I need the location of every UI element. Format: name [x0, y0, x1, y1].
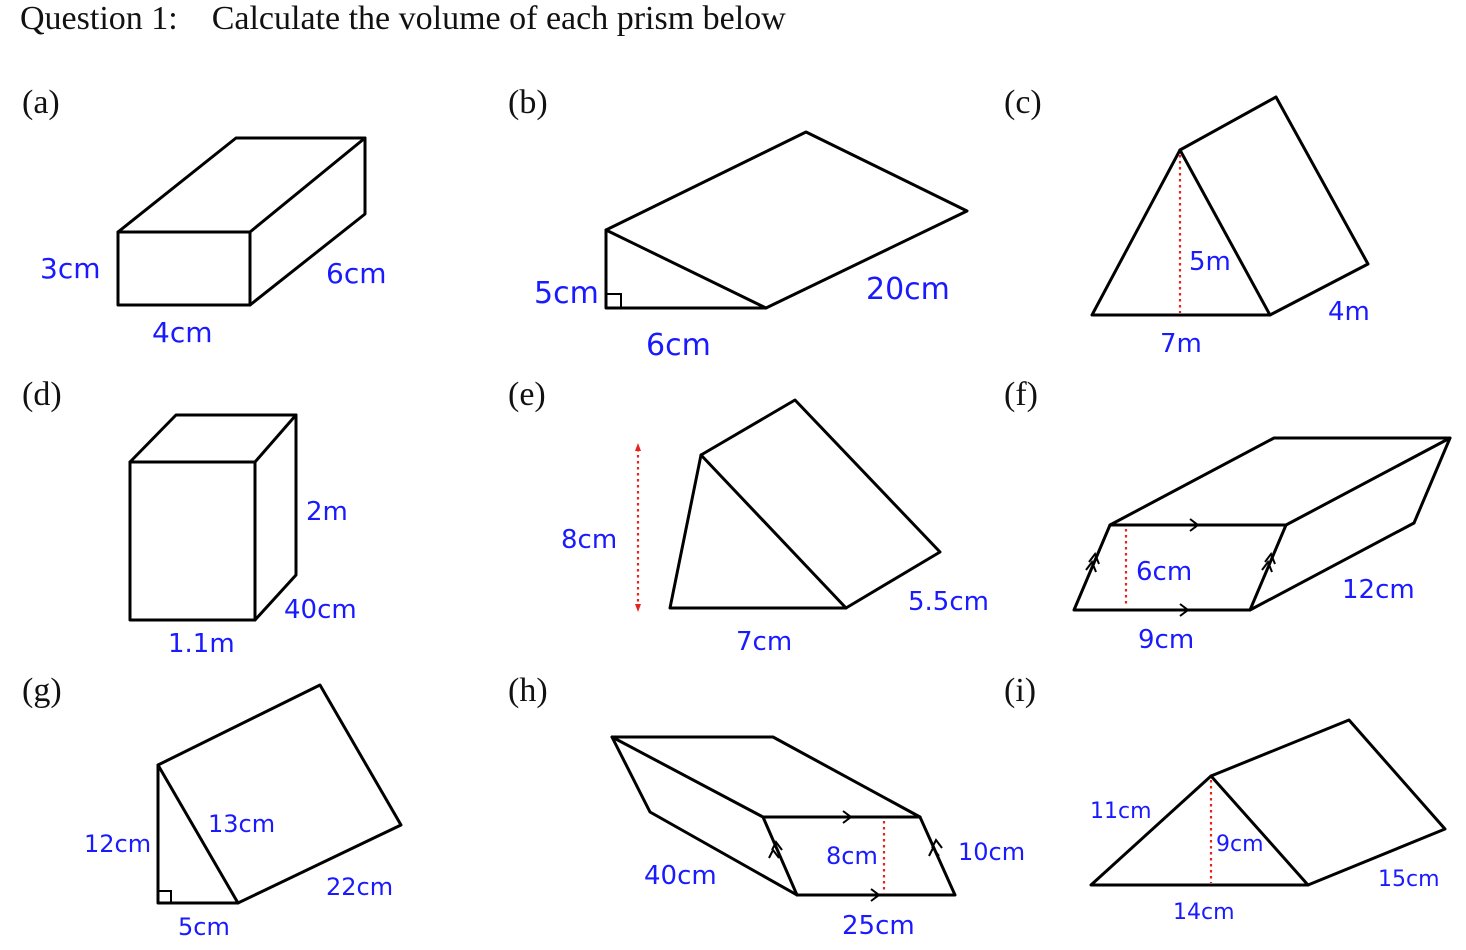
part-i-label: (i): [1004, 672, 1037, 709]
prism-f-back-edge: [1412, 436, 1452, 525]
prism-f-length-label: 12cm: [1342, 575, 1415, 605]
question-number: Question 1:: [20, 0, 178, 37]
prism-d-height-label: 2m: [306, 497, 348, 527]
prism-g-length-label: 22cm: [326, 873, 393, 901]
prism-f-top-face: [1108, 436, 1452, 527]
prism-h-parallel-arrow-left-b: [768, 848, 780, 859]
prism-i-triangle-face: [1089, 774, 1310, 887]
prism-h-parallel-arrow-top: [842, 810, 853, 824]
prism-i: 11cm 9cm 14cm 15cm: [1089, 718, 1447, 925]
prism-f-bottom-edge: [1248, 521, 1416, 612]
prism-e: 8cm 7cm 5.5cm: [561, 398, 989, 657]
prism-h-side-face: [610, 735, 799, 897]
prism-i-base-label: 14cm: [1173, 900, 1235, 925]
prism-f: 6cm 9cm 12cm: [1072, 436, 1452, 655]
prism-d: 2m 1.1m 40cm: [128, 413, 357, 659]
part-d-label: (d): [22, 376, 62, 413]
prism-f-parallel-arrow-left-b: [1088, 551, 1100, 565]
prism-c-length-label: 4m: [1328, 297, 1370, 327]
prism-g: 12cm 13cm 5cm 22cm: [84, 683, 403, 941]
prism-f-parallel-arrow-right-b: [1264, 551, 1276, 565]
prism-g-slope-face: [156, 683, 403, 905]
prism-h-side-label: 10cm: [958, 838, 1025, 866]
part-h-label: (h): [508, 672, 548, 709]
question-title: Question 1: Calculate the volume of each…: [20, 0, 786, 38]
part-g-label: (g): [22, 672, 62, 709]
prism-f-height-label: 6cm: [1136, 557, 1192, 587]
prism-h: 8cm 10cm 25cm 40cm: [610, 735, 1025, 941]
prism-i-length-label: 15cm: [1378, 867, 1440, 892]
prism-f-parallel-arrow-bottom: [1179, 603, 1190, 617]
prism-h-front-face: [761, 815, 957, 897]
prism-e-height-arrow-top: [635, 443, 641, 451]
prism-b-height-label: 5cm: [534, 276, 599, 311]
prism-e-triangle-face: [668, 453, 848, 610]
prism-e-height-label: 8cm: [561, 525, 617, 555]
part-e-label: (e): [508, 376, 546, 413]
prism-h-parallel-arrow-left-a: [771, 840, 783, 851]
prism-b: 5cm 6cm 20cm: [534, 130, 969, 363]
prism-a-height-label: 3cm: [40, 252, 100, 285]
prism-g-height-label: 12cm: [84, 830, 151, 858]
prism-b-length-label: 20cm: [866, 272, 950, 307]
prism-a-depth-label: 6cm: [326, 257, 386, 290]
prism-d-front-face: [128, 460, 257, 622]
prism-g-right-angle-marker: [158, 890, 172, 903]
prism-c-triangle-face: [1090, 148, 1272, 317]
part-f-label: (f): [1004, 376, 1038, 413]
prism-f-base-label: 9cm: [1138, 625, 1194, 655]
prism-i-slope-face: [1209, 718, 1447, 887]
prism-h-parallel-arrow-right-b: [928, 846, 940, 857]
prism-h-parallel-arrow-right-a: [931, 838, 943, 849]
prism-d-side-face: [253, 413, 298, 622]
prism-e-height-arrow-bottom: [635, 604, 641, 612]
part-c-label: (c): [1004, 84, 1042, 121]
prism-h-base-label: 25cm: [842, 911, 915, 941]
prism-d-width-label: 1.1m: [168, 629, 235, 659]
prism-f-parallel-arrow-top: [1189, 518, 1200, 532]
prism-h-parallel-arrow-bottom: [870, 888, 881, 902]
prism-i-height-label: 9cm: [1216, 832, 1264, 857]
part-a-label: (a): [22, 84, 60, 121]
prism-h-top-face: [610, 735, 922, 819]
prism-a-front-face: [116, 230, 252, 307]
prism-c-slope-face: [1178, 95, 1370, 317]
question-instruction: Calculate the volume of each prism below: [211, 0, 786, 37]
prism-g-base-label: 5cm: [178, 913, 230, 941]
prism-c-base-label: 7m: [1160, 329, 1202, 359]
prism-h-height-label: 8cm: [826, 842, 878, 870]
prism-a-length-label: 4cm: [152, 316, 212, 349]
prism-h-length-label: 40cm: [644, 861, 717, 891]
part-b-label: (b): [508, 84, 548, 121]
prism-e-slope-face: [699, 398, 942, 610]
prism-e-length-label: 5.5cm: [908, 587, 989, 617]
prism-a: 3cm 4cm 6cm: [40, 136, 386, 349]
prism-e-base-label: 7cm: [736, 627, 792, 657]
prism-f-parallel-arrow-left-a: [1085, 559, 1097, 573]
prism-d-depth-label: 40cm: [284, 595, 357, 625]
prism-b-right-angle-marker: [606, 293, 622, 308]
prism-a-top-face: [116, 136, 367, 234]
prism-g-hypotenuse-label: 13cm: [208, 810, 275, 838]
prism-f-parallel-arrow-right-a: [1261, 559, 1273, 573]
prism-g-triangle-face: [156, 763, 240, 905]
prism-i-slant-label: 11cm: [1090, 799, 1152, 824]
prism-b-base-label: 6cm: [646, 328, 711, 363]
prism-c: 5m 7m 4m: [1090, 95, 1370, 359]
prism-b-slope-face: [604, 130, 969, 310]
prism-d-top-face: [128, 413, 298, 464]
prism-b-triangle-face: [604, 228, 768, 310]
prism-a-side-face: [248, 136, 367, 307]
prism-c-height-label: 5m: [1189, 247, 1231, 277]
